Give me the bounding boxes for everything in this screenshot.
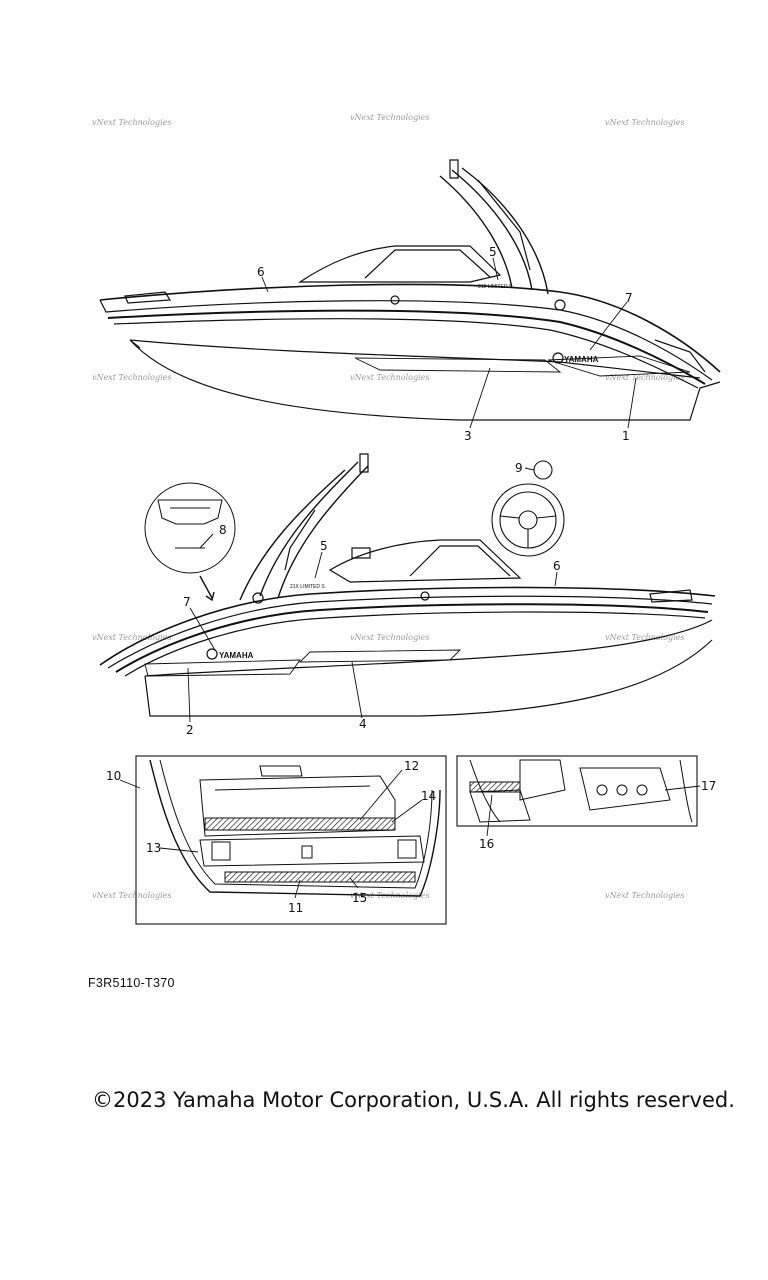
callout-3: 3 (464, 429, 472, 443)
watermark: vNext Technologies (92, 118, 171, 127)
leader-lines-deck (119, 769, 423, 899)
callout-4: 4 (359, 717, 367, 731)
callout-1: 1 (622, 429, 630, 443)
callout-8: 8 (219, 523, 227, 537)
watermark: vNext Technologies (605, 633, 684, 642)
leader-lines-top (261, 257, 637, 429)
callout-6: 6 (257, 265, 265, 279)
steering-wheel-detail (491, 460, 565, 557)
callout-16: 16 (479, 837, 494, 851)
watermark: vNext Technologies (92, 633, 171, 642)
figure-code: F3R5110-T370 (88, 976, 175, 990)
callout-10: 10 (106, 769, 121, 783)
inset-detail-8 (144, 482, 236, 602)
callout-5: 5 (320, 539, 328, 553)
rear-deck-inset (135, 755, 447, 925)
watermark: vNext Technologies (605, 373, 684, 382)
callout-12: 12 (404, 759, 419, 773)
watermarks: vNext Technologies vNext Technologies vN… (92, 113, 684, 900)
callout-5: 5 (489, 245, 497, 259)
watermark: vNext Technologies (350, 373, 429, 382)
watermark: vNext Technologies (350, 113, 429, 122)
watermark: vNext Technologies (350, 633, 429, 642)
callout-17: 17 (701, 779, 716, 793)
watermark: vNext Technologies (92, 891, 171, 900)
yamaha-logo-text: YAMAHA (219, 651, 254, 660)
callout-15: 15 (352, 891, 367, 905)
callout-2: 2 (186, 723, 194, 737)
leader-lines-helm (486, 785, 701, 837)
watermark: vNext Technologies (92, 373, 171, 382)
hull-model-text: 21X LIMITED S (290, 584, 325, 590)
leader-lines-middle (187, 551, 558, 723)
callout-11: 11 (288, 901, 303, 915)
boat-side-view (99, 453, 716, 717)
callout-9: 9 (515, 461, 523, 475)
watermark: vNext Technologies (605, 891, 684, 900)
callout-14: 14 (421, 789, 436, 803)
watermark: vNext Technologies (605, 118, 684, 127)
callout-7: 7 (183, 595, 191, 609)
copyright-notice: ©2023 Yamaha Motor Corporation, U.S.A. A… (92, 1088, 735, 1112)
yamaha-logo-text: YAMAHA (564, 355, 599, 364)
callout-7: 7 (625, 291, 633, 305)
boat-top-view (99, 159, 721, 421)
hull-model-text: 212 LIMITED S (478, 284, 513, 290)
callout-13: 13 (146, 841, 161, 855)
callout-6: 6 (553, 559, 561, 573)
helm-inset (456, 755, 698, 827)
